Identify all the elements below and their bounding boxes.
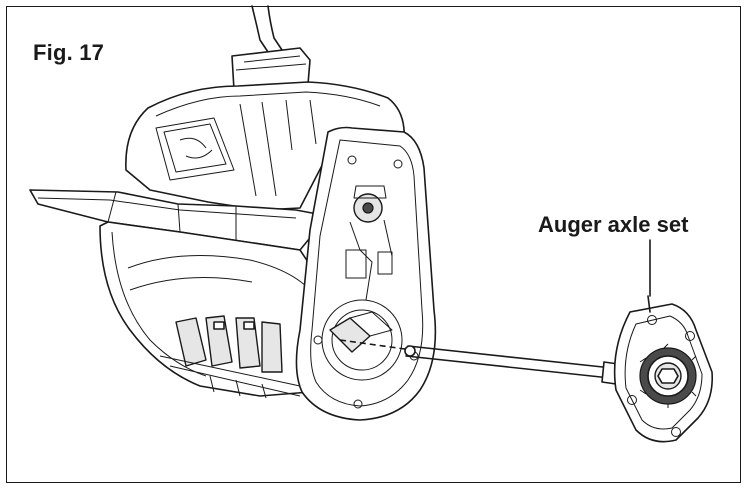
- figure-label: Fig. 17: [33, 40, 105, 65]
- callout-label-auger-axle-set: Auger axle set: [538, 212, 689, 237]
- auger-axle-set: [613, 303, 714, 443]
- power-cord: [251, 5, 283, 53]
- callout-leader: [647, 239, 651, 313]
- handle-connector: [231, 47, 311, 91]
- figure-frame: [6, 6, 741, 483]
- side-gear-cover: [295, 126, 437, 421]
- auger-drum: [99, 221, 331, 399]
- auger-housing-top: [125, 81, 405, 211]
